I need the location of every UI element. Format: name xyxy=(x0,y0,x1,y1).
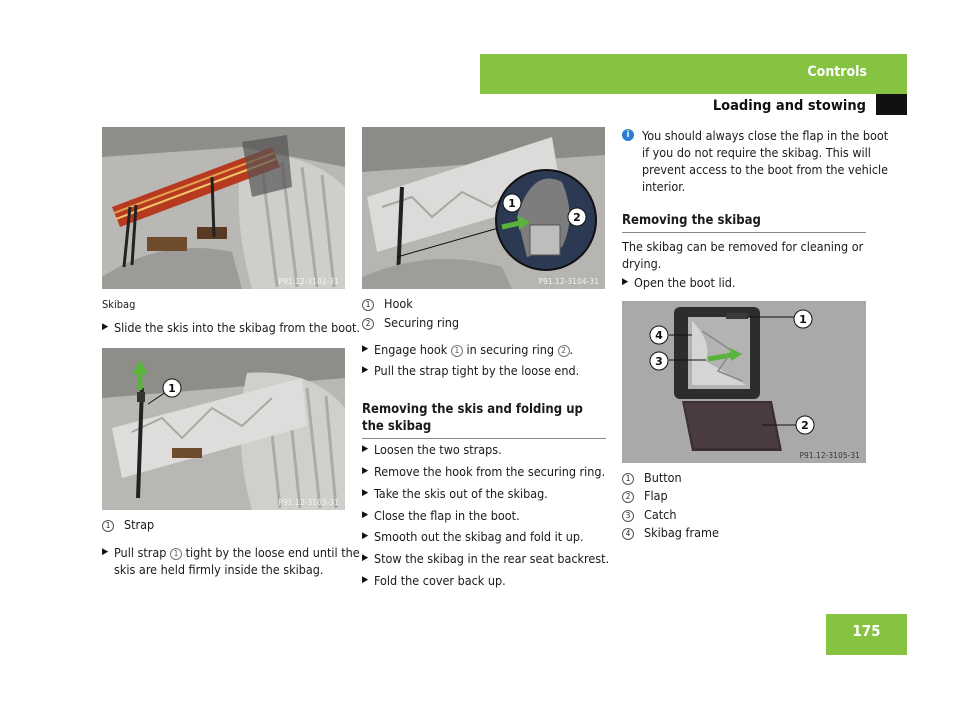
photo-code: P91.12-3102-31 xyxy=(278,277,339,286)
callout-4: 4 xyxy=(655,329,663,342)
step-pull-strap-tight: ▶ Pull the strap tight by the loose end. xyxy=(362,363,580,378)
arrow-right-icon: ▶ xyxy=(102,322,109,332)
info-note: i You should always close the flap in th… xyxy=(622,127,890,195)
photo-code: P91.12-3104-31 xyxy=(538,277,599,286)
callout-number: 2 xyxy=(362,318,374,330)
callout-number: 1 xyxy=(170,548,182,560)
photo-strap: 1 P91.12-3103-31 xyxy=(102,348,345,510)
step-list-item: ▶Stow the skibag in the rear seat backre… xyxy=(362,551,610,566)
callout-number: 1 xyxy=(622,473,634,485)
callout-2: 2 xyxy=(573,211,581,224)
callout-number: 1 xyxy=(102,520,114,532)
section-heading: Removing the skibag xyxy=(622,212,866,233)
arrow-right-icon: ▶ xyxy=(362,575,369,585)
figure-caption: Skibag xyxy=(102,298,136,311)
section-tab xyxy=(480,54,907,94)
info-icon: i xyxy=(622,129,634,141)
section-heading: Removing the skis and folding up the ski… xyxy=(362,401,606,439)
section-label: Controls xyxy=(807,64,867,80)
photo-skibag-with-skis: P91.12-3102-31 xyxy=(102,127,345,289)
step-engage-hook: ▶ Engage hook 1 in securing ring 2. xyxy=(362,342,574,357)
arrow-right-icon: ▶ xyxy=(362,531,369,541)
arrow-right-icon: ▶ xyxy=(622,277,629,287)
arrow-right-icon: ▶ xyxy=(362,553,369,563)
step-list-item: ▶Remove the hook from the securing ring. xyxy=(362,464,606,479)
arrow-right-icon: ▶ xyxy=(362,510,369,520)
callout-number: 1 xyxy=(362,299,374,311)
photo-code: P91.12-3103-31 xyxy=(278,498,339,507)
callout-2: 2 xyxy=(801,419,809,432)
callout-1: 1 xyxy=(508,197,516,210)
step-list-item: ▶Smooth out the skibag and fold it up. xyxy=(362,529,584,544)
callout-number: 3 xyxy=(622,510,634,522)
photo-code: P91.12-3105-31 xyxy=(799,451,860,460)
arrow-right-icon: ▶ xyxy=(362,466,369,476)
arrow-right-icon: ▶ xyxy=(362,344,369,354)
step-list-item: ▶Close the flap in the boot. xyxy=(362,508,520,523)
step-slide-skis: ▶ Slide the skis into the skibag from th… xyxy=(102,320,360,335)
callout-number: 2 xyxy=(557,345,570,357)
page-title: Loading and stowing xyxy=(712,98,866,114)
callout-3: 3 xyxy=(655,355,663,368)
step-list-item: ▶Loosen the two straps. xyxy=(362,442,502,457)
callout-number: 4 xyxy=(622,528,634,540)
callout-number: 2 xyxy=(622,491,634,503)
arrow-right-icon: ▶ xyxy=(102,547,109,557)
header-marker xyxy=(876,94,907,115)
paragraph: The skibag can be removed for cleaning o… xyxy=(622,239,864,271)
arrow-right-icon: ▶ xyxy=(362,365,369,375)
arrow-right-icon: ▶ xyxy=(362,444,369,454)
callout-1: 1 xyxy=(168,382,176,395)
callout-number: 1 xyxy=(450,345,463,357)
callout-1: 1 xyxy=(799,313,807,326)
step-list-item: ▶Take the skis out of the skibag. xyxy=(362,486,548,501)
photo-boot-flap: 1 4 3 2 P91.12-3105-31 xyxy=(622,301,866,463)
photo-hook-ring: 1 2 P91.12-3104-31 xyxy=(362,127,605,289)
arrow-right-icon: ▶ xyxy=(362,488,369,498)
step-open-boot: ▶ Open the boot lid. xyxy=(622,275,736,290)
step-list-item: ▶Fold the cover back up. xyxy=(362,573,506,588)
page-number: 175 xyxy=(826,614,907,655)
step-pull-strap: ▶ Pull strap 1 tight by the loose end un… xyxy=(102,545,360,577)
